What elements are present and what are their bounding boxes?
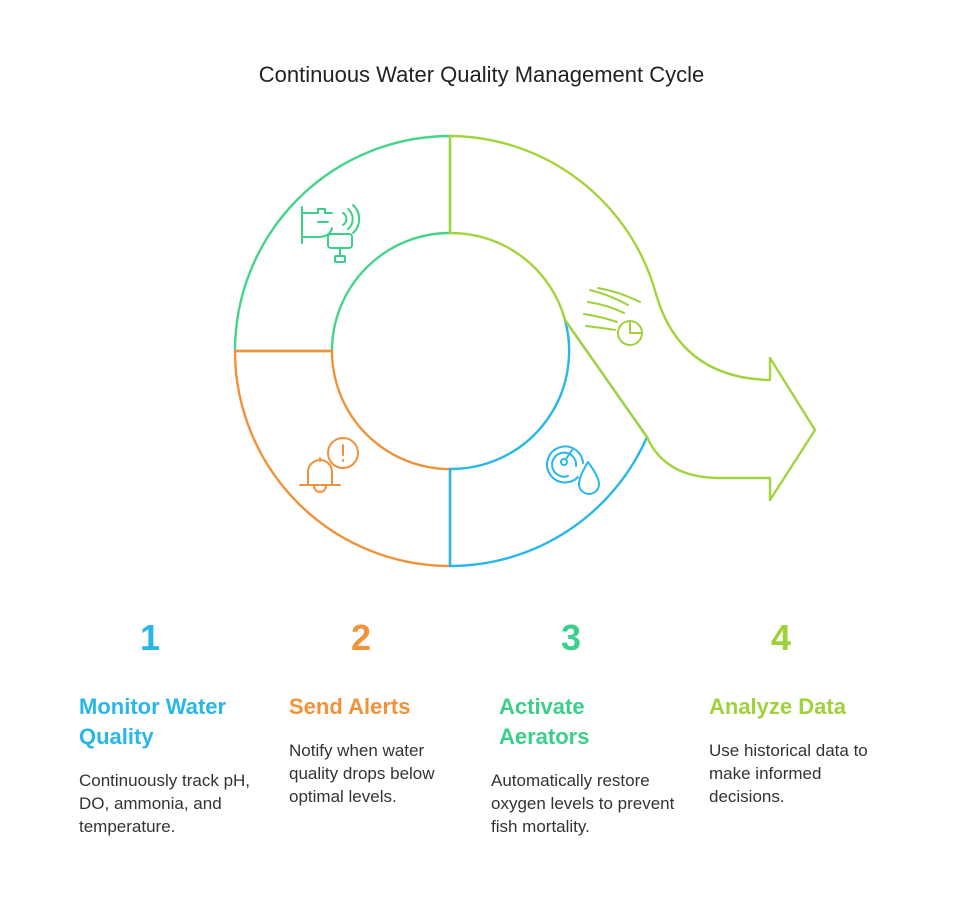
step-4-description: Use historical data to make informed dec… — [709, 741, 868, 806]
step-4-number: 4 — [770, 617, 792, 658]
step-2-title: Send Alerts — [289, 694, 411, 719]
step-3-description: Automatically restore oxygen levels to p… — [491, 771, 675, 836]
segment-aerators — [448, 318, 649, 568]
segment-analyze-arrow — [448, 134, 817, 502]
step-4-title: Analyze Data — [709, 694, 846, 719]
gauge-water-drop-icon — [546, 445, 600, 495]
alert-bell-icon — [299, 437, 359, 493]
step-1-description: Continuously track pH, DO, ammonia, and … — [79, 771, 251, 836]
segment-monitor — [233, 134, 452, 353]
water-tap-sensor-icon — [301, 204, 361, 263]
wind-chart-icon — [583, 287, 643, 346]
step-3-number: 3 — [560, 617, 582, 658]
step-1-title: Monitor Water Quality — [79, 694, 227, 749]
step-3-title: Activate Aerators — [499, 694, 590, 749]
segment-alerts — [233, 349, 452, 568]
diagram-title: Continuous Water Quality Management Cycl… — [258, 62, 705, 87]
step-2-number: 2 — [350, 617, 372, 658]
step-1-number: 1 — [139, 617, 161, 658]
step-2-description: Notify when water quality drops below op… — [289, 741, 435, 806]
